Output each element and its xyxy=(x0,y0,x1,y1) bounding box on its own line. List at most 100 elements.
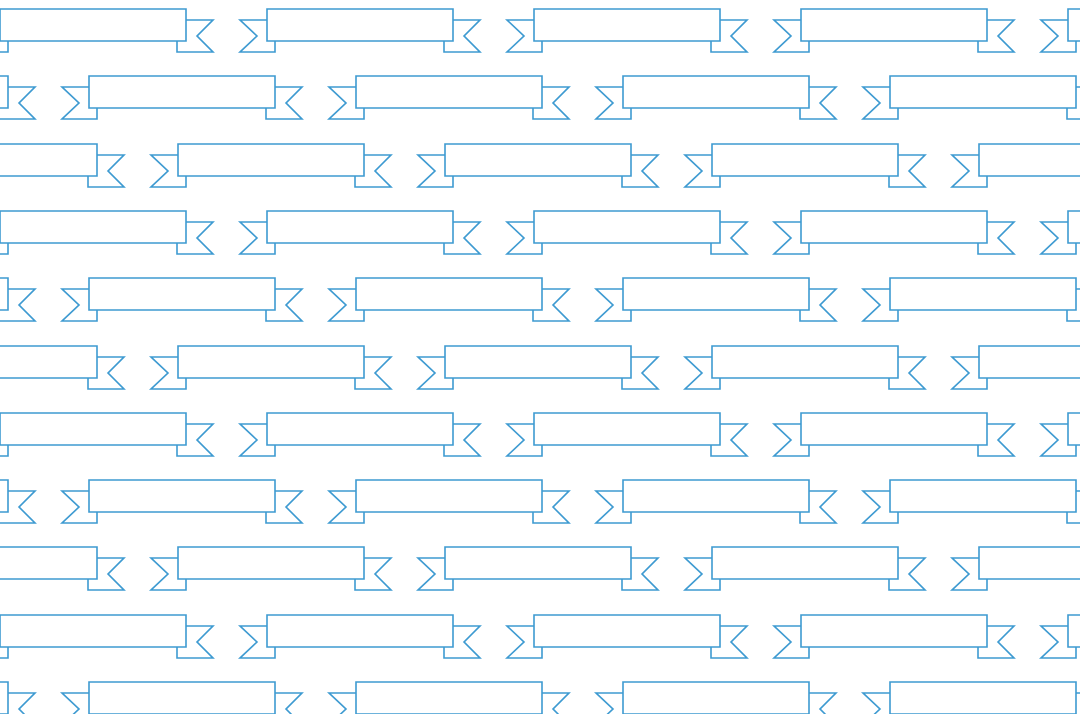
ribbon-banner xyxy=(504,8,749,53)
ribbon-body xyxy=(0,412,187,446)
ribbon-banner xyxy=(237,614,482,659)
ribbon-banner xyxy=(0,614,215,659)
ribbon-left-tail xyxy=(771,19,810,53)
ribbon-banner xyxy=(59,75,304,120)
ribbon-left-tail xyxy=(593,288,632,322)
ribbon-body xyxy=(355,277,543,311)
ribbon-left-tail xyxy=(593,490,632,524)
ribbon-body xyxy=(533,8,721,42)
ribbon-body xyxy=(0,8,187,42)
ribbon-right-tail xyxy=(799,86,838,120)
ribbon-right-tail xyxy=(621,356,660,390)
ribbon-right-tail xyxy=(1066,490,1080,524)
ribbon-left-tail xyxy=(237,625,276,659)
ribbon-left-tail xyxy=(0,625,9,659)
ribbon-body xyxy=(0,75,9,109)
ribbon-right-tail xyxy=(977,221,1016,255)
ribbon-body xyxy=(800,210,988,244)
ribbon-left-tail xyxy=(771,423,810,457)
ribbon-banner xyxy=(59,277,304,322)
ribbon-right-tail xyxy=(621,154,660,188)
ribbon-banner xyxy=(326,277,571,322)
ribbon-left-tail xyxy=(148,154,187,188)
ribbon-left-tail xyxy=(949,557,988,591)
ribbon-body xyxy=(355,681,543,714)
ribbon-body xyxy=(533,614,721,648)
ribbon-body xyxy=(889,277,1077,311)
ribbon-body xyxy=(711,345,899,379)
ribbon-banner xyxy=(59,479,304,524)
ribbon-banner xyxy=(860,479,1080,524)
ribbon-banner xyxy=(504,412,749,457)
ribbon-banner xyxy=(949,345,1080,390)
ribbon-banner xyxy=(0,479,37,524)
ribbon-left-tail xyxy=(326,490,365,524)
ribbon-body xyxy=(622,479,810,513)
ribbon-left-tail xyxy=(59,288,98,322)
ribbon-body xyxy=(0,277,9,311)
ribbon-body xyxy=(800,412,988,446)
ribbon-banner xyxy=(593,75,838,120)
ribbon-right-tail xyxy=(176,423,215,457)
ribbon-right-tail xyxy=(176,221,215,255)
ribbon-body xyxy=(978,143,1080,177)
ribbon-right-tail xyxy=(532,692,571,714)
ribbon-banner xyxy=(237,412,482,457)
ribbon-body xyxy=(266,614,454,648)
ribbon-left-tail xyxy=(237,423,276,457)
ribbon-banner xyxy=(0,143,126,188)
ribbon-banner xyxy=(949,143,1080,188)
ribbon-left-tail xyxy=(415,557,454,591)
ribbon-right-tail xyxy=(354,557,393,591)
ribbon-right-tail xyxy=(710,423,749,457)
ribbon-left-tail xyxy=(1038,19,1077,53)
ribbon-banner xyxy=(415,143,660,188)
ribbon-body xyxy=(1067,614,1080,648)
ribbon-right-tail xyxy=(1066,288,1080,322)
ribbon-banner xyxy=(949,546,1080,591)
ribbon-left-tail xyxy=(1038,221,1077,255)
ribbon-banner xyxy=(1038,8,1080,53)
ribbon-banner xyxy=(682,143,927,188)
ribbon-body xyxy=(0,681,9,714)
ribbon-banner xyxy=(148,143,393,188)
ribbon-right-tail xyxy=(0,86,37,120)
ribbon-body xyxy=(800,8,988,42)
ribbon-body xyxy=(0,479,9,513)
ribbon-left-tail xyxy=(949,154,988,188)
ribbon-right-tail xyxy=(1066,86,1080,120)
ribbon-banner xyxy=(326,479,571,524)
ribbon-left-tail xyxy=(1038,625,1077,659)
ribbon-left-tail xyxy=(326,692,365,714)
ribbon-body xyxy=(88,277,276,311)
ribbon-left-tail xyxy=(326,288,365,322)
ribbon-left-tail xyxy=(504,423,543,457)
ribbon-right-tail xyxy=(176,625,215,659)
ribbon-body xyxy=(711,143,899,177)
ribbon-left-tail xyxy=(237,221,276,255)
ribbon-left-tail xyxy=(949,356,988,390)
ribbon-right-tail xyxy=(87,557,126,591)
ribbon-left-tail xyxy=(1038,423,1077,457)
ribbon-body xyxy=(444,143,632,177)
ribbon-right-tail xyxy=(443,423,482,457)
ribbon-banner xyxy=(504,614,749,659)
ribbon-body xyxy=(1067,8,1080,42)
ribbon-right-tail xyxy=(265,692,304,714)
ribbon-banner xyxy=(0,210,215,255)
ribbon-banner xyxy=(1038,210,1080,255)
ribbon-banner xyxy=(0,75,37,120)
ribbon-right-tail xyxy=(621,557,660,591)
ribbon-banner xyxy=(59,681,304,714)
ribbon-body xyxy=(177,345,365,379)
ribbon-body xyxy=(889,681,1077,714)
ribbon-left-tail xyxy=(0,221,9,255)
ribbon-left-tail xyxy=(504,221,543,255)
ribbon-body xyxy=(1067,412,1080,446)
ribbon-banner xyxy=(415,345,660,390)
ribbon-body xyxy=(266,210,454,244)
ribbon-right-tail xyxy=(443,221,482,255)
ribbon-banner xyxy=(860,681,1080,714)
ribbon-right-tail xyxy=(888,557,927,591)
